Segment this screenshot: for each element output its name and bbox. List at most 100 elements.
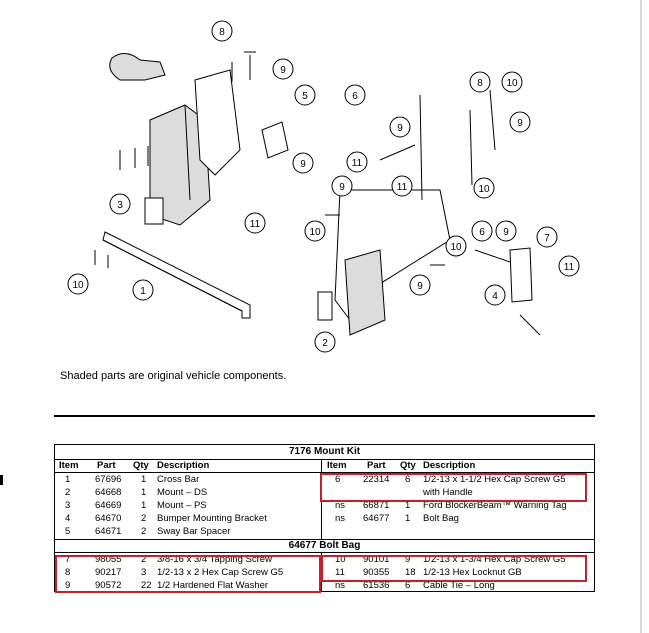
callout-8-left: 8 [211,20,233,42]
svg-text:9: 9 [517,118,523,129]
table-header-row: Item Part Qty Description Item Part Qty … [55,460,594,472]
shaded-parts-note: Shaded parts are original vehicle compon… [60,370,287,382]
cell-item: 4 [65,513,71,524]
cell-part: 64677 [363,513,390,524]
cell-desc: 3/8-16 x 3/4 Tapping Screw [157,554,272,565]
svg-text:9: 9 [280,65,286,76]
bumper-mounting-bracket [509,247,533,303]
svg-text:9: 9 [300,159,306,170]
cell-item: 3 [65,500,71,511]
end-plate-3 [144,197,164,225]
cell-part: 22314 [363,474,390,485]
col-part-header: Part [97,460,116,471]
callout-3: 3 [109,193,131,215]
cell-desc: Cable Tie – Long [423,580,495,591]
svg-text:9: 9 [417,281,423,292]
callout-9-right-d: 9 [495,220,517,242]
margin-mark [0,475,3,485]
callout-7: 7 [536,226,558,248]
svg-text:9: 9 [339,182,345,193]
svg-text:6: 6 [479,227,485,238]
cell-part: 61536 [363,580,390,591]
callout-10-right-low: 10 [445,235,467,257]
cell-desc: Mount – DS [157,487,208,498]
cell-item: 11 [335,567,345,578]
cell-qty: 3 [141,567,147,578]
callout-11-right-b: 10 [473,177,495,199]
svg-text:9: 9 [503,227,509,238]
mount-ds-bracket [194,69,241,176]
table-title: 7176 Mount Kit [288,446,361,457]
callout-9-right-a: 9 [331,175,353,197]
cross-bar-part [102,231,251,319]
svg-text:10: 10 [309,227,321,238]
svg-text:10: 10 [478,184,490,195]
svg-text:10: 10 [506,78,518,89]
cell-qty: 9 [405,554,411,565]
cell-desc: 1/2-13 x 1-1/2 Hex Cap Screw G5 [423,474,566,485]
vehicle-frame-rail-right [344,249,386,336]
callout-6-bottom: 6 [471,220,493,242]
callout-11-right-a: 11 [346,151,368,173]
svg-text:10: 10 [72,280,84,291]
callout-11-left: 11 [244,212,266,234]
cell-desc: 1/2-13 x 2 Hex Cap Screw G5 [157,567,284,578]
bolt-bag-title-row: 64677 Bolt Bag [55,540,594,552]
exploded-parts-diagram: 8 9 5 9 11 3 10 1 6 9 11 9 11 10 8 10 9 … [67,20,580,353]
svg-text:9: 9 [397,123,403,134]
table-title-row: 7176 Mount Kit [55,446,594,458]
cell-part: 90101 [363,554,390,565]
svg-text:11: 11 [397,182,408,193]
cell-item: 10 [335,554,346,565]
cell-qty: 2 [141,526,147,537]
callout-11-right-c: 11 [558,255,580,277]
cell-item: ns [335,513,346,524]
svg-text:8: 8 [477,78,483,89]
page-edge-line [640,0,642,633]
cell-desc: Bolt Bag [423,513,459,524]
col-part-header-right: Part [367,460,386,471]
cell-qty: 2 [141,554,147,565]
callout-9-right-top: 9 [389,116,411,138]
col-item-header: Item [59,460,79,471]
cell-desc: Sway Bar Spacer [157,526,231,537]
svg-text:1: 1 [140,286,146,297]
cell-qty: 2 [141,513,147,524]
svg-text:7: 7 [544,233,550,244]
cell-qty: 1 [405,513,411,524]
cell-qty: 18 [405,567,416,578]
svg-text:10: 10 [450,242,462,253]
callout-9-right-c: 9 [509,111,531,133]
callout-4: 4 [484,284,506,306]
callout-9-left-top: 9 [272,58,294,80]
cell-item: 9 [65,580,71,591]
cell-item: ns [335,500,346,511]
cell-part: 64670 [95,513,122,524]
sway-bar-spacer [261,121,289,159]
cell-qty: 22 [141,580,152,591]
callout-1: 1 [132,279,154,301]
callout-9-right-b: 11 [391,175,413,197]
highlight-item-6 [320,473,587,502]
table-row: ns 64677 1 Bolt Bag [55,513,594,525]
svg-text:11: 11 [564,262,575,273]
callout-2: 2 [314,331,336,353]
cell-desc: 1/2 Hardened Flat Washer [157,580,269,591]
col-desc-header-right: Description [423,460,476,471]
cell-desc: Cross Bar [157,474,200,485]
cell-desc: with Handle [423,487,473,498]
cell-part: 90217 [95,567,122,578]
callout-10-right-mid: 10 [304,220,326,242]
cell-part: 90355 [363,567,390,578]
